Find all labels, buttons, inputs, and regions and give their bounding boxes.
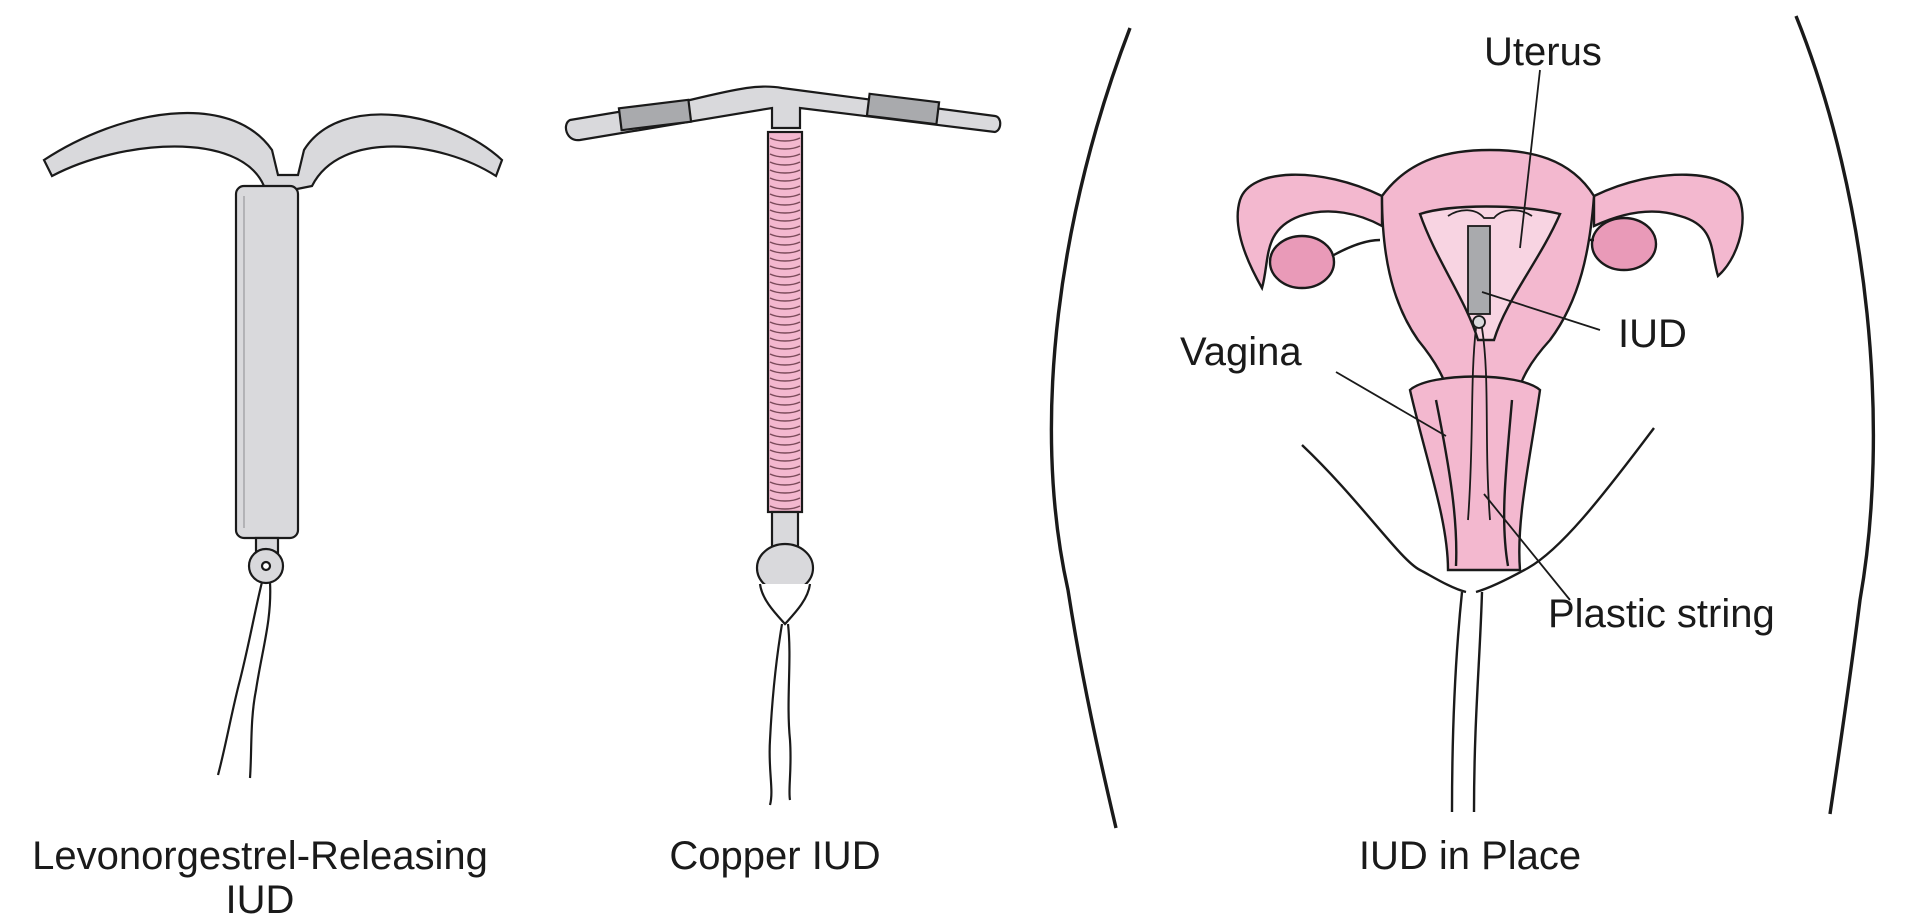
label-uterus: Uterus [1484, 30, 1602, 74]
body-outline-right [1796, 16, 1873, 814]
ovary-right [1592, 218, 1656, 270]
leg-line-right [1474, 592, 1482, 812]
body-outline-left [1051, 28, 1130, 828]
levonorgestrel-iud-string [218, 582, 262, 775]
caption-levonorgestrel-iud: Levonorgestrel-Releasing IUD [0, 834, 520, 922]
iud-in-place [1051, 16, 1873, 828]
ovary-left [1270, 236, 1334, 288]
vagina [1410, 377, 1540, 571]
label-vagina: Vagina [1180, 330, 1302, 374]
label-plastic-string: Plastic string [1548, 592, 1775, 636]
caption-copper-iud: Copper IUD [600, 834, 950, 878]
caption-iud-in-place: IUD in Place [1300, 834, 1640, 878]
copper-iud-string [770, 624, 782, 805]
label-iud: IUD [1618, 312, 1687, 356]
levonorgestrel-iud-reservoir [236, 186, 298, 538]
copper-iud [566, 87, 1000, 806]
levonorgestrel-iud [44, 113, 502, 778]
leg-line-left [1452, 592, 1462, 812]
levonorgestrel-iud-arms [44, 113, 502, 190]
